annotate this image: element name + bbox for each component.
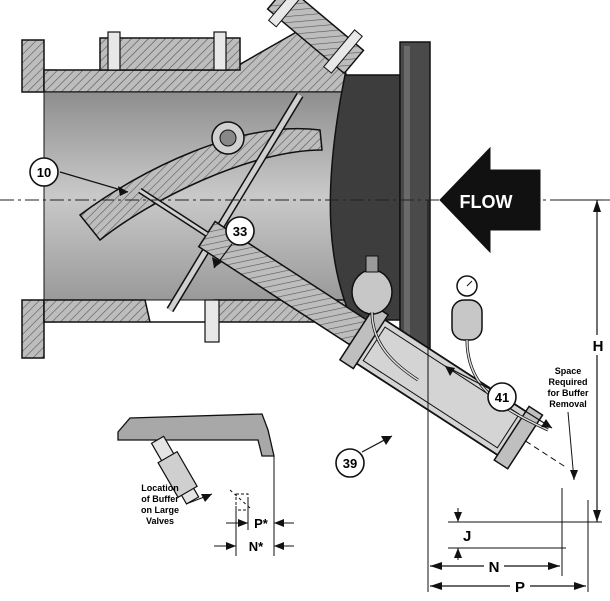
buffer-location-line-2: of Buffer [141,494,179,504]
dimension-n-star: N* [214,539,294,554]
dimension-p-star: P* [226,516,294,531]
dimension-h: H [560,199,606,523]
dimension-p: P [430,577,586,596]
buffer-location-line-1: Location [141,483,179,493]
body-bottom-wall [43,299,353,343]
buffer-space-line-1: Space [555,366,582,376]
dimension-p-label: P [515,579,525,596]
callout-39-label: 39 [343,456,357,471]
dimension-n-label: N [489,559,500,576]
dimension-n: N [430,557,560,576]
flow-arrow-icon [439,146,541,254]
callout-10-label: 10 [37,165,51,180]
inset-large-valve [117,413,275,556]
dimension-j: J [448,508,566,560]
callout-41-label: 41 [495,390,509,405]
buffer-location-line-4: Valves [146,516,174,526]
buffer-space-line-3: for Buffer [548,388,589,398]
callout-10: 10 [29,157,129,196]
buffer-space-note: Space Required for Buffer Removal [548,366,589,481]
dimension-n-star-label: N* [249,539,264,554]
air-chamber-left [351,255,419,382]
dimension-p-star-label: P* [254,516,269,531]
callout-33: 33 [212,216,255,269]
callout-39: 39 [335,435,393,478]
top-cover [266,0,365,75]
dimension-h-label: H [593,338,604,355]
right-flange [329,41,431,361]
flow-label: FLOW [460,192,513,212]
buffer-space-line-2: Required [548,377,587,387]
callout-33-label: 33 [233,224,247,239]
buffer-space-line-4: Removal [549,399,587,409]
buffer-location-note: Location of Buffer on Large Valves [141,483,213,526]
callout-41: 41 [444,365,553,429]
buffer-location-line-3: on Large [141,505,179,515]
dimension-j-label: J [463,528,471,545]
